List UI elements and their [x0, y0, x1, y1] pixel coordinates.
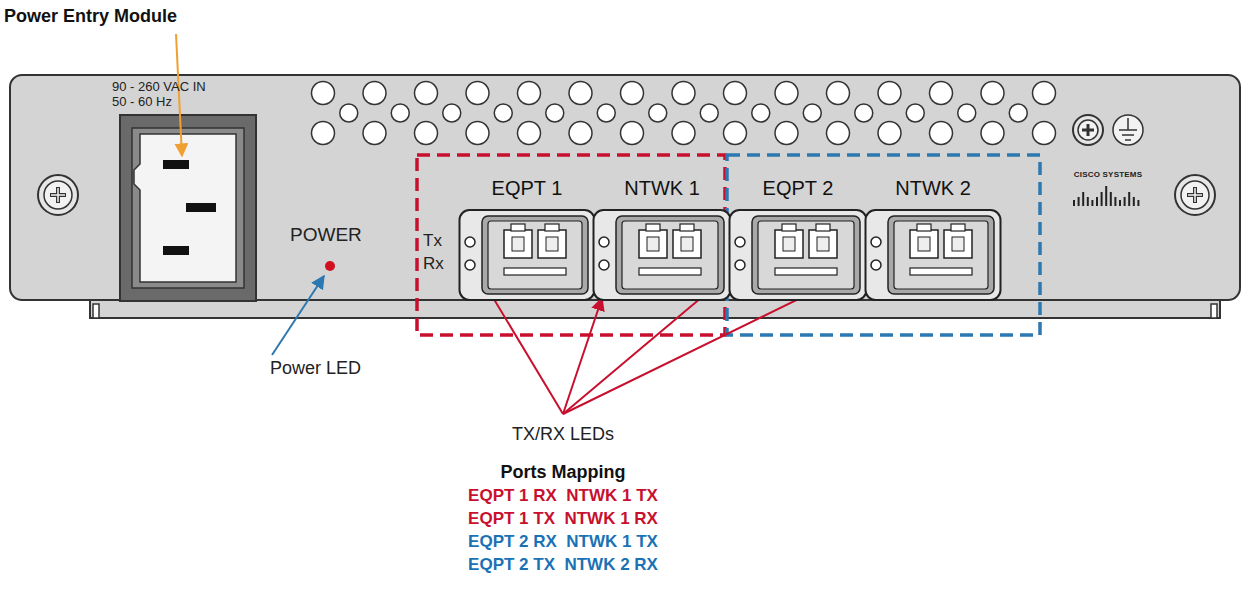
power-led	[325, 261, 335, 271]
port-module: NTWK 1	[592, 172, 732, 302]
leader-line	[176, 34, 182, 156]
callout-title: Power Entry Module	[4, 6, 177, 27]
mapping-row: EQPT 1 TX NTWK 1 RX	[468, 509, 658, 529]
mapping-row: EQPT 2 RX NTWK 1 TX	[468, 532, 658, 552]
port-label: EQPT 1	[458, 172, 596, 200]
callout-label: Power LED	[270, 358, 361, 379]
callout-label: TX/RX LEDs	[512, 424, 614, 445]
panel-marking: POWER	[290, 224, 362, 246]
vent-holes	[312, 82, 1056, 145]
cisco-logo-bars	[1070, 186, 1146, 209]
port-module: NTWK 2	[864, 172, 1002, 302]
rating-text: 50 - 60 Hz	[112, 95, 172, 110]
port-label: NTWK 1	[592, 172, 732, 200]
ground-screw	[1073, 115, 1103, 145]
table-heading: Ports Mapping	[501, 462, 626, 483]
mapping-row: EQPT 2 TX NTWK 2 RX	[468, 555, 658, 575]
mount-screw	[1175, 175, 1215, 215]
mount-screw	[38, 175, 78, 215]
port-label: NTWK 2	[864, 172, 1002, 200]
flange-notch	[1211, 304, 1217, 318]
led-marking: Rx	[423, 254, 444, 274]
led-marking: Tx	[423, 231, 442, 251]
flange-notch	[93, 304, 99, 318]
logo-text: CISCO SYSTEMS	[1074, 170, 1142, 179]
rating-text: 90 - 260 VAC IN	[112, 80, 206, 95]
leader-line	[272, 276, 324, 355]
port-label: EQPT 2	[728, 172, 868, 200]
panel-face	[10, 75, 1240, 300]
port-group-outline	[727, 155, 1040, 335]
power-inlet	[120, 115, 256, 301]
mapping-row: EQPT 1 RX NTWK 1 TX	[468, 486, 658, 506]
port-module: EQPT 2	[728, 172, 868, 302]
port-module: EQPT 1	[458, 172, 596, 302]
ground-symbol	[1113, 115, 1143, 145]
